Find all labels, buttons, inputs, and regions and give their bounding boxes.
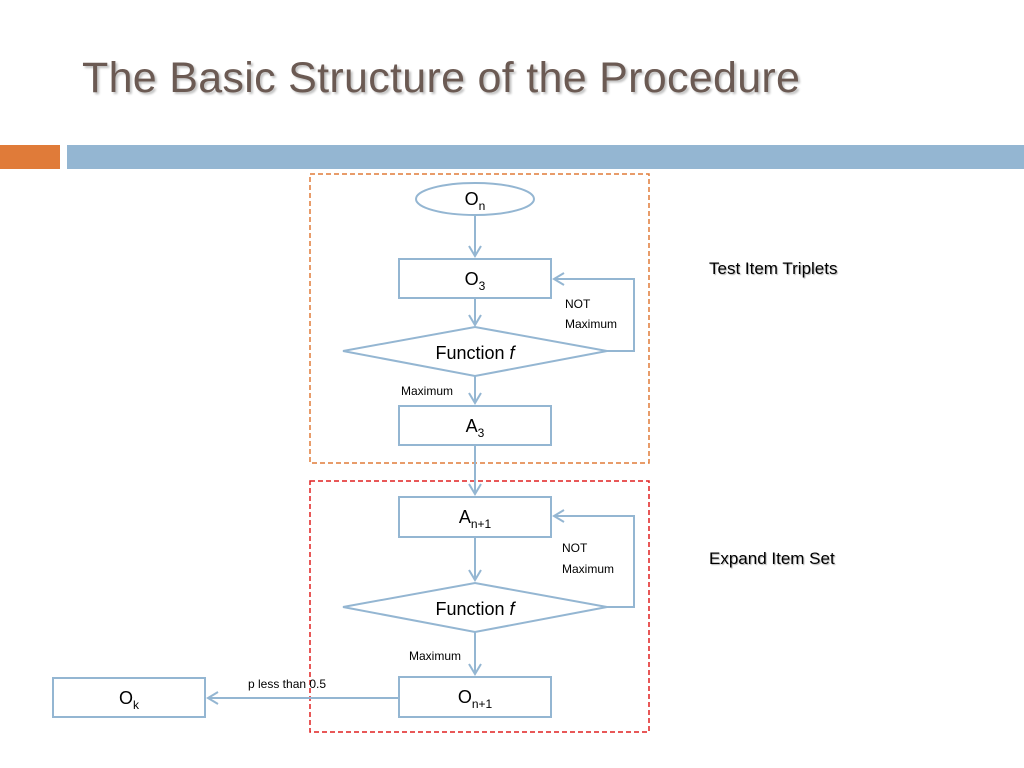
loop1-label-line1: NOT xyxy=(565,297,591,311)
edge-loop2 xyxy=(552,509,635,608)
decision-node-2-label: Function f xyxy=(435,599,516,619)
a3-node xyxy=(398,405,552,446)
decision-node-1-label: Function f xyxy=(435,343,516,363)
o3-node xyxy=(398,258,552,299)
decision-node-2 xyxy=(342,581,608,634)
decision-node-1 xyxy=(342,325,608,378)
max1-label: Maximum xyxy=(401,384,453,398)
slide-title: The Basic Structure of the Procedure xyxy=(82,54,801,102)
ok-node-label: Ok xyxy=(119,688,140,712)
loop2-label-line2: Maximum xyxy=(562,562,614,576)
o3-node-label: O3 xyxy=(465,269,486,293)
group-label-expand-item-set: Expand Item Set xyxy=(709,549,835,568)
edge-loop1 xyxy=(552,272,635,352)
max2-label: Maximum xyxy=(409,649,461,663)
an1-node-label: An+1 xyxy=(459,507,492,531)
a3-node-label: A3 xyxy=(466,416,485,440)
accent-bar-blue xyxy=(67,145,1024,169)
on1-node xyxy=(398,676,552,718)
group-test-item-triplets xyxy=(309,173,650,464)
to-ok-label: p less than 0.5 xyxy=(248,677,326,691)
accent-bar-orange xyxy=(0,145,60,169)
group-expand-item-set xyxy=(309,480,650,733)
an1-node xyxy=(398,496,552,538)
loop1-label-line2: Maximum xyxy=(565,317,617,331)
group-label-test-item-triplets: Test Item Triplets xyxy=(709,259,838,278)
loop2-label-line1: NOT xyxy=(562,541,588,555)
start-node-label: On xyxy=(465,189,486,213)
on1-node-label: On+1 xyxy=(458,687,493,711)
start-node xyxy=(415,182,535,216)
ok-node xyxy=(52,677,206,718)
